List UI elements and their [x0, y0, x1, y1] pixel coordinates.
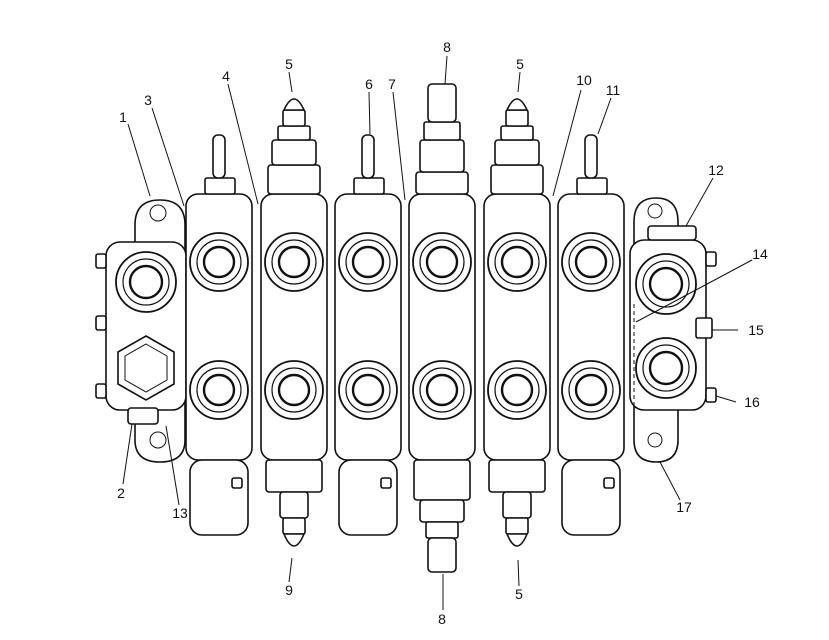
callout-10: 10 — [576, 72, 592, 88]
spool-section-5 — [483, 98, 551, 547]
callout-14: 14 — [752, 246, 768, 262]
callout-9: 9 — [285, 582, 293, 598]
callout-16: 16 — [744, 394, 760, 410]
callout-8-top: 8 — [443, 39, 451, 55]
callout-5-top-left: 5 — [285, 56, 293, 72]
callout-17: 17 — [676, 499, 692, 515]
spool-section-2 — [260, 98, 328, 547]
callout-5-bottom: 5 — [515, 586, 523, 602]
callout-4: 4 — [222, 68, 230, 84]
callout-2: 2 — [117, 485, 125, 501]
callout-7: 7 — [388, 76, 396, 92]
leader-lines — [122, 55, 753, 610]
inlet-end-cover — [95, 199, 187, 463]
callout-3: 3 — [144, 92, 152, 108]
callout-8-bottom: 8 — [438, 611, 446, 627]
spool-section-4 — [408, 83, 476, 573]
callout-11: 11 — [606, 82, 621, 98]
callout-13: 13 — [172, 505, 188, 521]
callout-1: 1 — [119, 109, 127, 125]
outlet-end-cover — [629, 197, 717, 463]
callout-15: 15 — [748, 322, 764, 338]
spool-section-1 — [185, 134, 253, 536]
callout-labels: 1 3 4 5 6 7 8 5 10 11 12 14 15 16 17 2 1… — [117, 39, 768, 627]
callout-5-top-right: 5 — [516, 56, 524, 72]
spool-section-3 — [334, 134, 402, 536]
spool-section-6 — [557, 134, 625, 536]
callout-6: 6 — [365, 76, 373, 92]
callout-12: 12 — [708, 162, 724, 178]
